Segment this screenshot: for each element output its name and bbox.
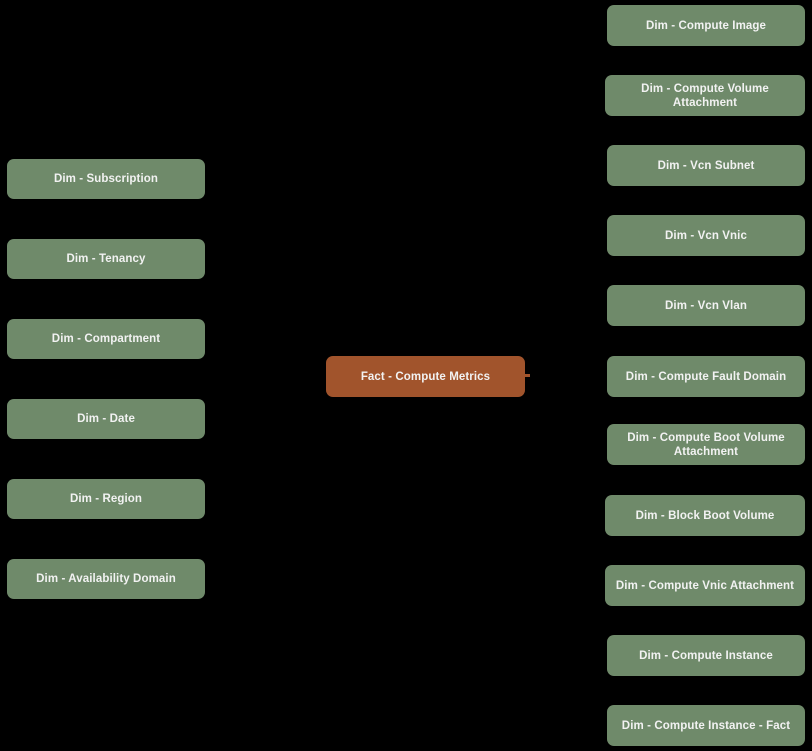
dimension-node-right-label: Dim - Vcn Subnet: [657, 159, 755, 172]
dimension-node-right-label: Dim - Compute Instance: [639, 649, 773, 662]
dimension-node-right-10[interactable]: Dim - Compute Instance - Fact: [607, 705, 805, 746]
dimension-node-label: Dim - Date: [77, 413, 135, 425]
dimension-node-right-9[interactable]: Dim - Compute Instance: [607, 635, 805, 676]
dimension-node-right-6[interactable]: Dim - Compute Boot Volume Attachment: [607, 424, 805, 465]
dimension-node-2[interactable]: Dim - Compartment: [7, 319, 205, 359]
dimension-node-right-label: Dim - Compute Boot Volume Attachment: [627, 431, 785, 458]
dimension-node-right-label: Dim - Compute Fault Domain: [625, 370, 787, 383]
fact-node[interactable]: Fact - Compute Metrics: [326, 356, 525, 397]
fact-node-label: Fact - Compute Metrics: [360, 370, 491, 383]
dimension-node-right-label: Dim - Compute Volume Attachment: [641, 82, 769, 109]
dimension-node-0[interactable]: Dim - Subscription: [7, 159, 205, 199]
dimension-node-right-7[interactable]: Dim - Block Boot Volume: [605, 495, 805, 536]
dimension-node-5[interactable]: Dim - Availability Domain: [7, 559, 205, 599]
fact-edge-stub: [525, 374, 530, 377]
dimension-node-right-8[interactable]: Dim - Compute Vnic Attachment: [605, 565, 805, 606]
dimension-node-right-label: Dim - Block Boot Volume: [635, 509, 775, 522]
dimension-node-right-label: Dim - Compute Instance - Fact: [621, 719, 791, 732]
dimension-node-3[interactable]: Dim - Date: [7, 399, 205, 439]
dimension-node-label: Dim - Availability Domain: [36, 573, 176, 585]
dimension-node-label: Dim - Compartment: [51, 333, 161, 345]
dimension-node-right-2[interactable]: Dim - Vcn Subnet: [607, 145, 805, 186]
dimension-node-1[interactable]: Dim - Tenancy: [7, 239, 205, 279]
dimension-node-label: Dim - Subscription: [53, 173, 159, 185]
dimension-node-4[interactable]: Dim - Region: [7, 479, 205, 519]
dimension-node-right-3[interactable]: Dim - Vcn Vnic: [607, 215, 805, 256]
dimension-node-right-label: Dim - Compute Vnic Attachment: [615, 579, 795, 592]
dimension-node-right-0[interactable]: Dim - Compute Image: [607, 5, 805, 46]
dimension-node-label: Dim - Region: [69, 493, 143, 505]
dimension-node-right-label: Dim - Compute Image: [645, 19, 767, 32]
dimension-node-right-4[interactable]: Dim - Vcn Vlan: [607, 285, 805, 326]
dimension-node-right-label: Dim - Vcn Vnic: [665, 229, 747, 242]
dimension-node-right-5[interactable]: Dim - Compute Fault Domain: [607, 356, 805, 397]
dimension-node-right-label: Dim - Vcn Vlan: [665, 299, 747, 312]
dimension-node-right-1[interactable]: Dim - Compute Volume Attachment: [605, 75, 805, 116]
dimension-node-label: Dim - Tenancy: [66, 253, 146, 265]
